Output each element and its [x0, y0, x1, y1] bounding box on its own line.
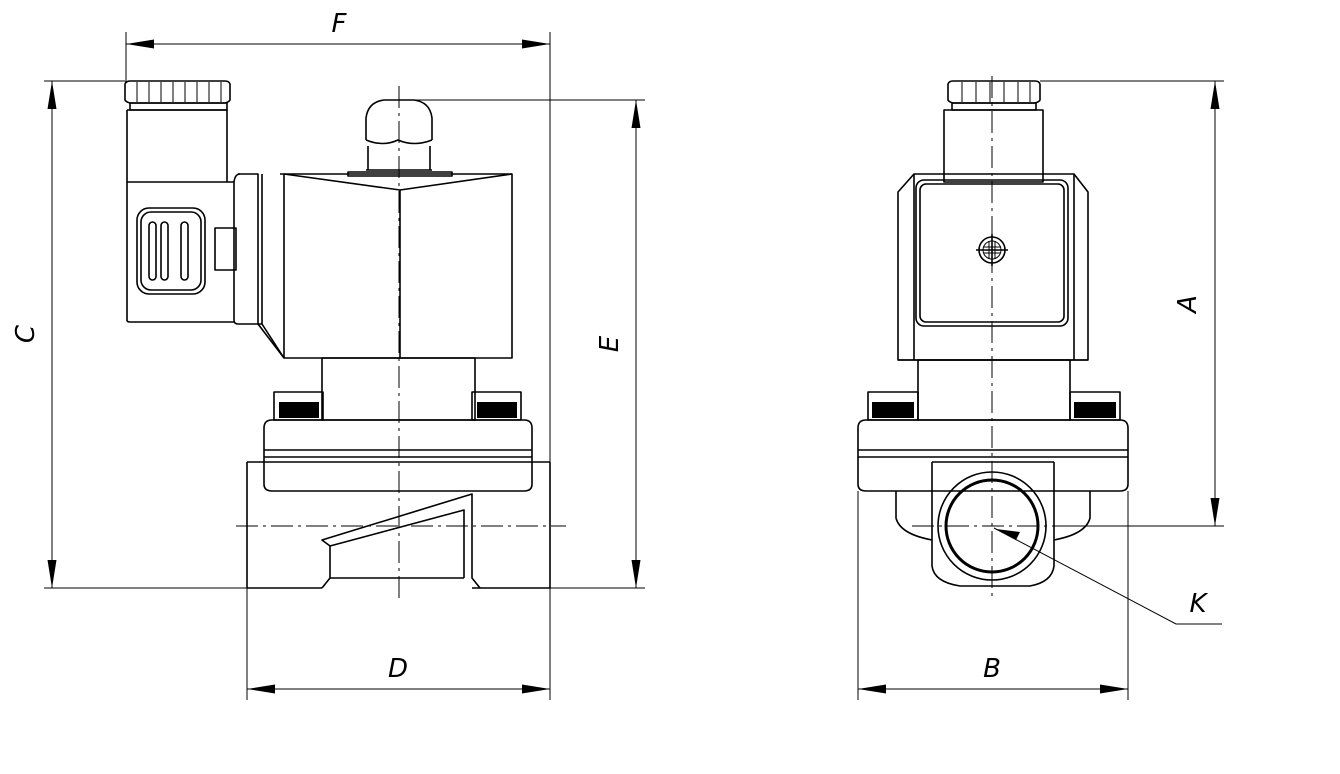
- dimension-label-d: D: [388, 654, 408, 684]
- dimension-b: B: [858, 654, 1128, 694]
- dimension-c: C: [11, 81, 57, 588]
- connector-cap-front: [947, 80, 1041, 111]
- dimension-label-f: F: [332, 9, 348, 39]
- dimension-label-c: C: [11, 324, 41, 343]
- dimension-label-b: B: [983, 654, 1001, 684]
- dimension-e: E: [595, 100, 641, 588]
- dimension-label-a: A: [1173, 295, 1203, 315]
- bolts-side: [273, 391, 522, 421]
- armature-tube-front: [917, 359, 1071, 421]
- extension-lines-front: [857, 80, 1224, 700]
- leader-k: K: [993, 527, 1222, 625]
- dimension-label-k: K: [1189, 589, 1208, 619]
- connector-cap-side: [124, 80, 231, 111]
- dimension-f: F: [126, 9, 550, 49]
- dimension-label-e: E: [595, 335, 625, 352]
- bonnet-plate-side: [263, 419, 533, 492]
- coil-front: [897, 173, 1089, 361]
- dimension-d: D: [247, 654, 550, 694]
- valve-body-front: [895, 461, 1091, 587]
- connector-plug-front: [943, 109, 1044, 183]
- dimension-a: A: [1173, 81, 1220, 526]
- extension-lines-side: [44, 32, 645, 700]
- coil-side: [233, 171, 513, 359]
- front-view: A B K: [857, 76, 1224, 700]
- side-view: F C E D: [11, 9, 645, 700]
- bolts-front: [867, 391, 1121, 421]
- connector-plug-side: [126, 109, 237, 323]
- bonnet-plate-front: [857, 419, 1129, 492]
- screw-icon: [976, 234, 1008, 266]
